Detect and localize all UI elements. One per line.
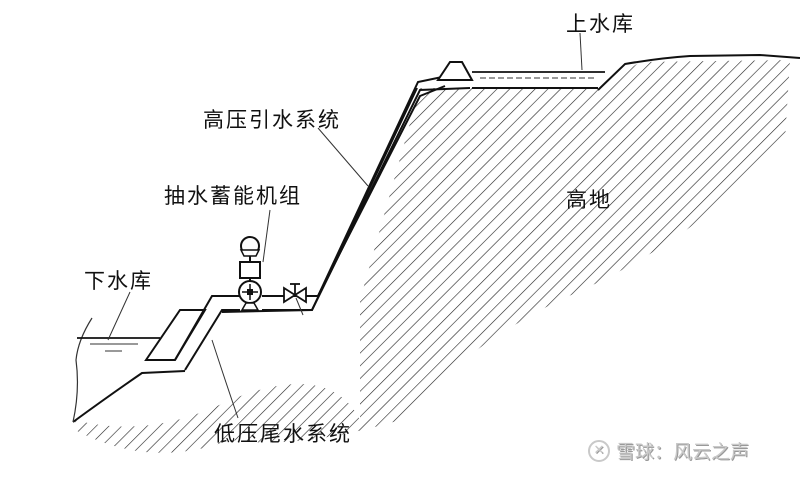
label-highland: 高地: [566, 188, 612, 212]
watermark-text: 雪球：风云之声: [616, 441, 750, 463]
snowball-logo-icon: ✕: [588, 439, 610, 462]
lower-reservoir-bank: [72, 317, 93, 423]
label-lower-reservoir: 下水库: [84, 269, 153, 293]
tailrace-pipe: [174, 295, 240, 371]
label-pumped-storage-unit: 抽水蓄能机组: [164, 184, 302, 208]
pump-turbine-unit: [238, 236, 262, 311]
label-upper-reservoir: 上水库: [566, 12, 635, 36]
label-low-pressure-tailrace: 低压尾水系统: [214, 422, 352, 446]
valve-icon: [283, 283, 307, 304]
ground-hatching: [75, 60, 790, 453]
label-high-pressure-intake: 高压引水系统: [203, 108, 341, 132]
watermark: ✕ 雪球：风云之声: [588, 437, 749, 464]
intake-dam: [436, 61, 474, 81]
